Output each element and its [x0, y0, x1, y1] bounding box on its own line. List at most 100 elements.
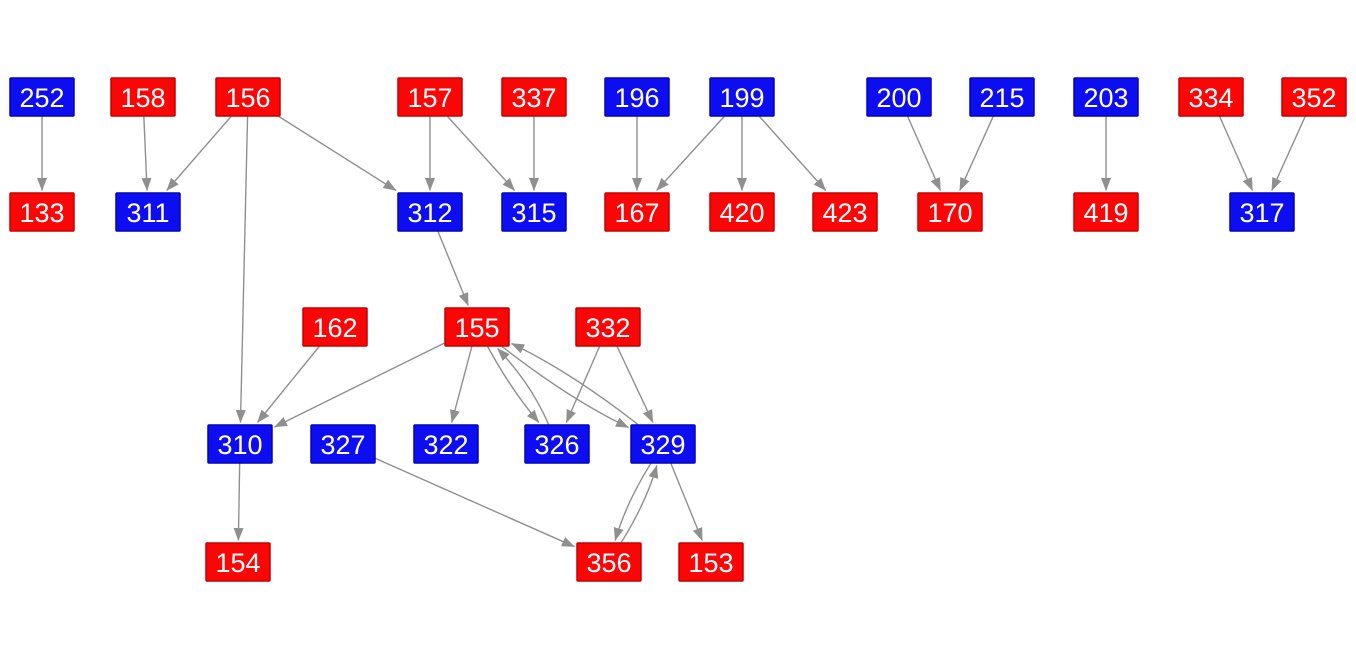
edge-327-356 [375, 457, 575, 548]
node-311-label: 311 [126, 198, 169, 228]
node-155-label: 155 [454, 313, 499, 343]
node-157[interactable]: 157 [397, 77, 463, 117]
node-153[interactable]: 153 [678, 542, 744, 582]
node-356-label: 356 [586, 548, 631, 578]
node-170-label: 170 [927, 198, 972, 228]
node-334-box[interactable] [1178, 77, 1244, 117]
edge-215-170 [959, 116, 994, 191]
node-352-box[interactable] [1281, 77, 1347, 117]
node-352[interactable]: 352 [1281, 77, 1347, 117]
node-199-label: 199 [719, 83, 764, 113]
node-158[interactable]: 158 [110, 77, 176, 117]
node-315[interactable]: 315 [501, 192, 567, 232]
node-420[interactable]: 420 [709, 192, 775, 232]
node-196[interactable]: 196 [604, 77, 670, 117]
node-322-box[interactable] [413, 424, 479, 464]
node-157-box[interactable] [397, 77, 463, 117]
node-420-label: 420 [719, 198, 764, 228]
node-252-label: 252 [19, 83, 64, 113]
node-215[interactable]: 215 [969, 77, 1035, 117]
node-156-box[interactable] [215, 77, 281, 117]
node-419-label: 419 [1083, 198, 1128, 228]
node-337-box[interactable] [501, 77, 567, 117]
node-312-box[interactable] [397, 192, 463, 232]
edge-332-326 [565, 346, 601, 423]
node-419-box[interactable] [1073, 192, 1139, 232]
node-133[interactable]: 133 [9, 192, 75, 232]
node-317[interactable]: 317 [1229, 192, 1295, 232]
node-310[interactable]: 310 [207, 424, 273, 464]
node-315-box[interactable] [501, 192, 567, 232]
node-356[interactable]: 356 [576, 542, 642, 582]
node-356-box[interactable] [576, 542, 642, 582]
node-337-label: 337 [511, 83, 556, 113]
edge-312-155 [437, 231, 469, 306]
node-200-box[interactable] [866, 77, 932, 117]
edge-158-311 [141, 116, 152, 191]
edge-156-310 [235, 116, 249, 423]
node-332[interactable]: 332 [575, 307, 641, 347]
node-332-box[interactable] [575, 307, 641, 347]
node-158-box[interactable] [110, 77, 176, 117]
node-315-label: 315 [511, 198, 556, 228]
node-203-box[interactable] [1073, 77, 1139, 117]
node-326[interactable]: 326 [524, 424, 590, 464]
node-199[interactable]: 199 [709, 77, 775, 117]
node-327[interactable]: 327 [310, 424, 376, 464]
node-252[interactable]: 252 [9, 77, 75, 117]
edge-157-315 [447, 116, 516, 191]
node-156[interactable]: 156 [215, 77, 281, 117]
edge-155-329 [501, 345, 629, 429]
node-420-box[interactable] [709, 192, 775, 232]
node-327-box[interactable] [310, 424, 376, 464]
node-317-label: 317 [1239, 198, 1284, 228]
node-157-label: 157 [407, 83, 452, 113]
node-326-box[interactable] [524, 424, 590, 464]
node-310-label: 310 [217, 430, 262, 460]
node-200[interactable]: 200 [866, 77, 932, 117]
node-215-box[interactable] [969, 77, 1035, 117]
node-252-box[interactable] [9, 77, 75, 117]
node-154[interactable]: 154 [205, 542, 271, 582]
node-162-box[interactable] [302, 307, 368, 347]
edge-329-153 [670, 463, 703, 541]
node-170[interactable]: 170 [917, 192, 983, 232]
node-167-box[interactable] [604, 192, 670, 232]
node-326-label: 326 [534, 430, 579, 460]
node-167[interactable]: 167 [604, 192, 670, 232]
edge-334-317 [1219, 116, 1254, 191]
node-155-box[interactable] [444, 307, 510, 347]
node-153-box[interactable] [678, 542, 744, 582]
node-199-box[interactable] [709, 77, 775, 117]
node-311[interactable]: 311 [115, 192, 181, 232]
node-311-box[interactable] [115, 192, 181, 232]
node-423[interactable]: 423 [812, 192, 878, 232]
edge-329-356 [613, 463, 652, 541]
node-155[interactable]: 155 [444, 307, 510, 347]
node-133-label: 133 [19, 198, 64, 228]
node-317-box[interactable] [1229, 192, 1295, 232]
node-196-box[interactable] [604, 77, 670, 117]
node-310-box[interactable] [207, 424, 273, 464]
node-322[interactable]: 322 [413, 424, 479, 464]
node-334[interactable]: 334 [1178, 77, 1244, 117]
node-133-box[interactable] [9, 192, 75, 232]
node-423-box[interactable] [812, 192, 878, 232]
node-312[interactable]: 312 [397, 192, 463, 232]
edge-156-312 [278, 115, 397, 192]
node-162[interactable]: 162 [302, 307, 368, 347]
node-170-box[interactable] [917, 192, 983, 232]
edge-155-326 [486, 346, 540, 423]
edge-155-310 [274, 342, 445, 428]
edge-310-154 [233, 463, 244, 541]
node-154-box[interactable] [205, 542, 271, 582]
node-419[interactable]: 419 [1073, 192, 1139, 232]
node-203[interactable]: 203 [1073, 77, 1139, 117]
node-196-label: 196 [614, 83, 659, 113]
node-322-label: 322 [423, 430, 468, 460]
node-337[interactable]: 337 [501, 77, 567, 117]
node-329[interactable]: 329 [630, 424, 696, 464]
node-329-box[interactable] [630, 424, 696, 464]
